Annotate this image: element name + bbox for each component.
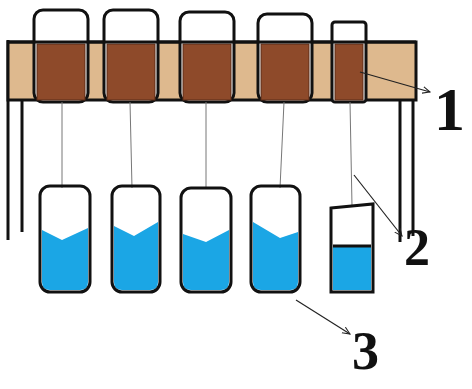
callout-leaders: [296, 72, 430, 334]
callout-number: 2: [404, 222, 430, 274]
callout-number: 1: [434, 78, 465, 140]
callout-number: 3: [352, 324, 379, 378]
connecting-threads: [62, 102, 352, 206]
rack-legs: [8, 40, 413, 242]
upper-tubes: [34, 10, 366, 102]
lower-tubes: [40, 186, 373, 292]
tube-contents: [37, 44, 363, 100]
rack-band: [8, 42, 416, 100]
